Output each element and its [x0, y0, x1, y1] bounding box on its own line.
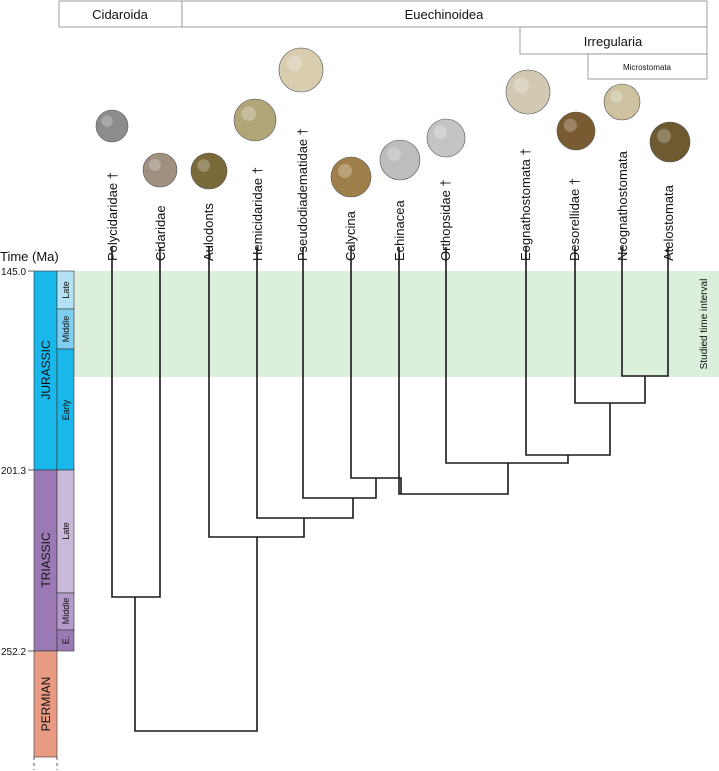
taxon-label-calycina: Calycina [343, 210, 358, 261]
specimen-desorellidae [556, 111, 596, 151]
branch-polycidaridae-cidaridae [111, 247, 161, 598]
branch-orthopsidae [445, 247, 569, 464]
period-permian [33, 650, 58, 758]
specimen-highlight-polycidaridae [101, 115, 113, 127]
specimen-calycina [330, 156, 372, 198]
specimen-cidaridae [142, 152, 178, 188]
taxon-label-cidaridae: Cidaridae [153, 205, 168, 261]
specimen-highlight-desorellidae [563, 118, 577, 132]
group-box-euechinoidea [181, 0, 708, 28]
taxon-label-orthopsidae: Orthopsidae † [438, 179, 453, 261]
specimen-highlight-eognathostomata [513, 77, 530, 94]
taxon-label-polycidaridae: Polycidaridae † [105, 172, 120, 261]
specimen-aulodonts [190, 152, 228, 190]
studied-interval-label: Studied time interval [699, 279, 710, 370]
specimen-highlight-orthopsidae [433, 125, 447, 139]
timescale: Time (Ma) JURASSIC TRIASSIC PERMIAN Late… [0, 249, 75, 770]
epoch-label-early-triassic: E. [61, 636, 71, 645]
branch-hemicidaridae [256, 247, 354, 519]
specimen-highlight-hemicidaridae [241, 106, 257, 122]
specimen-highlight-cidaridae [148, 158, 161, 171]
group-box-irregularia [519, 26, 708, 55]
specimen-images [95, 47, 691, 198]
taxon-label-atelostomata: Atelostomata [661, 184, 676, 261]
specimen-highlight-aulodonts [197, 159, 210, 172]
specimen-highlight-calycina [338, 164, 352, 178]
taxon-label-hemicidaridae: Hemicidaridae † [250, 167, 265, 261]
group-label-microstomata: Microstomata [623, 63, 672, 72]
specimen-pseudodiadematidae [278, 47, 324, 93]
period-label-jurassic: JURASSIC [39, 340, 53, 400]
specimen-highlight-pseudodiadematidae [286, 55, 303, 72]
branch-root [134, 537, 258, 732]
epoch-early-triassic [56, 629, 75, 652]
specimen-echinacea [379, 139, 421, 181]
group-box-cidaroida [58, 0, 183, 28]
specimen-polycidaridae [95, 109, 129, 143]
phylogenetic-tree [111, 247, 669, 732]
group-box-microstomata [587, 53, 708, 80]
specimen-atelostomata [649, 121, 691, 163]
taxon-label-aulodonts: Aulodonts [201, 203, 216, 261]
specimen-highlight-neognathostomata [610, 90, 623, 103]
epoch-label-middle-jurassic: Middle [61, 316, 71, 343]
group-headers [58, 0, 708, 80]
specimen-hemicidaridae [233, 98, 277, 142]
branch-pseudodiadematidae [302, 247, 377, 499]
specimen-orthopsidae [426, 118, 466, 158]
tick-label-201: 201.3 [1, 466, 26, 477]
taxon-label-desorellidae: Desorellidae † [567, 178, 582, 261]
timescale-title: Time (Ma) [0, 249, 59, 264]
epoch-label-middle-triassic: Middle [61, 598, 71, 625]
specimen-highlight-echinacea [387, 147, 401, 161]
tick-label-252: 252.2 [1, 647, 26, 658]
group-label-cidaroida: Cidaroida [92, 7, 148, 22]
group-label-euechinoidea: Euechinoidea [405, 7, 485, 22]
epoch-label-late-triassic: Late [61, 522, 71, 540]
studied-interval-band [34, 271, 719, 377]
taxon-label-eognathostomata: Eognathostomata † [518, 148, 533, 261]
specimen-highlight-atelostomata [657, 129, 671, 143]
period-label-triassic: TRIASSIC [39, 532, 53, 588]
specimen-neognathostomata [603, 83, 641, 121]
taxon-label-echinacea: Echinacea [392, 200, 407, 261]
taxon-label-neognathostomata: Neognathostomata [615, 150, 630, 261]
taxon-labels: Polycidaridae † Cidaridae Aulodonts Hemi… [105, 128, 676, 261]
specimen-eognathostomata [505, 69, 551, 115]
epoch-label-early-jurassic: Early [61, 399, 71, 420]
group-label-irregularia: Irregularia [584, 34, 643, 49]
taxon-label-pseudodiadematidae: Pseudodiadematidae † [295, 128, 310, 261]
tick-label-145: 145.0 [1, 267, 26, 278]
period-label-permian: PERMIAN [39, 677, 53, 732]
branch-echinacea [398, 247, 509, 495]
epoch-label-late-jurassic: Late [61, 281, 71, 299]
